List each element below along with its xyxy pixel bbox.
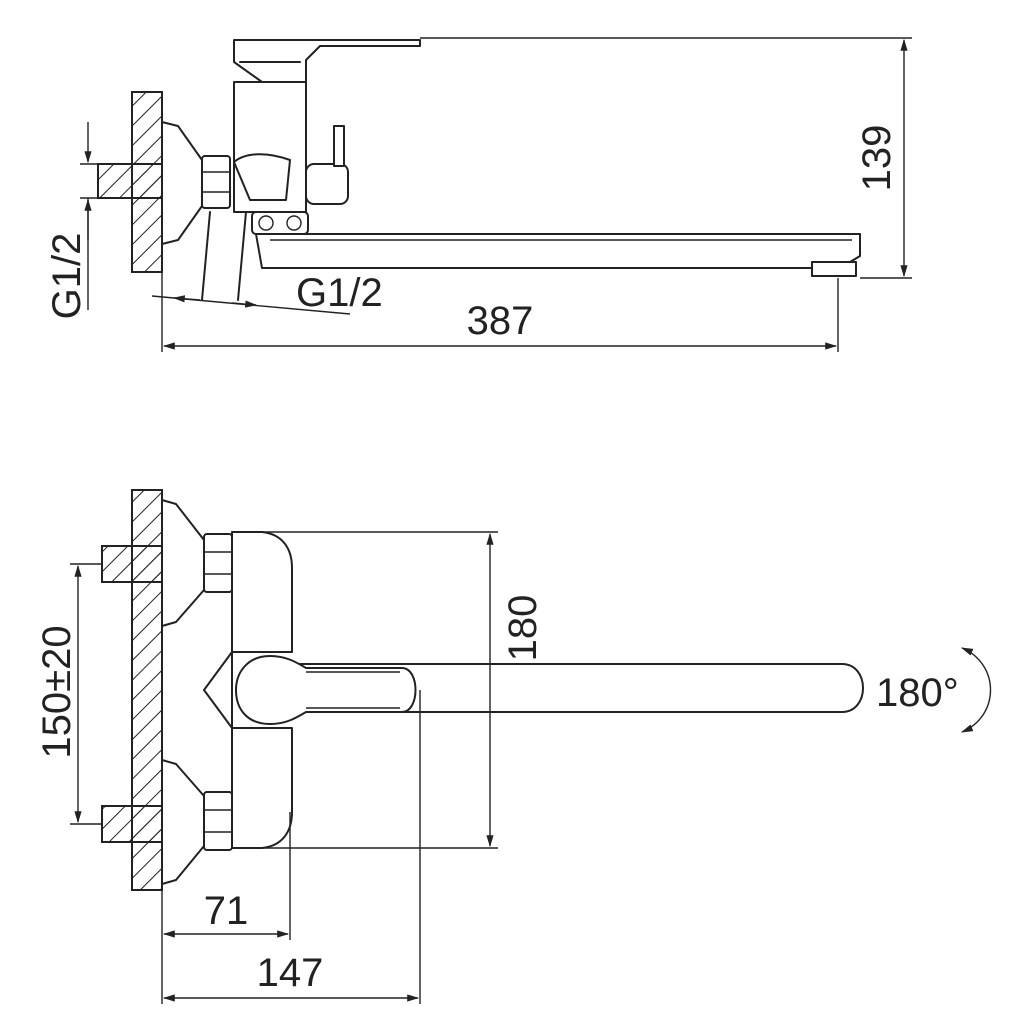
side-view: 139 387 G1/2 G1/2	[45, 37, 912, 352]
dim-spout-base-147: 147	[162, 690, 421, 1004]
dim-body-height-180: 180	[232, 531, 545, 849]
dim-body-depth-label: 71	[204, 889, 249, 933]
spout-top	[299, 663, 864, 713]
spout	[255, 233, 861, 269]
lever-handle-top	[235, 655, 417, 725]
dim-swivel-label: 180°	[876, 671, 959, 715]
dim-thread-horizontal-label: G1/2	[296, 271, 383, 315]
dim-overall-length-387: 387	[161, 272, 839, 352]
dim-height-139: 139	[420, 37, 912, 279]
aerator	[811, 261, 857, 277]
lever-handle	[233, 39, 421, 83]
dim-inlet-spacing: 150±20	[35, 563, 102, 825]
dim-swivel-angle: 180°	[876, 647, 992, 733]
escutcheon	[161, 121, 203, 245]
inlet-upper	[101, 545, 165, 583]
dim-thread-vertical-label: G1/2	[45, 233, 89, 320]
swivel-ring	[251, 211, 309, 235]
mixer-body-top	[203, 531, 293, 849]
dim-body-height-label: 180	[501, 595, 545, 662]
dim-spout-base-label: 147	[257, 951, 324, 995]
diverter-knob	[305, 163, 349, 205]
dim-body-depth-71: 71	[161, 812, 291, 1004]
top-view: 180 150±20 180° 71 147	[35, 489, 992, 1004]
inlet-pipe	[97, 163, 165, 199]
inlet-lower	[101, 805, 165, 843]
dim-inlet-thread-horizontal: G1/2	[151, 271, 383, 315]
dim-height-label: 139	[855, 125, 899, 192]
hex-nut	[201, 155, 231, 209]
dim-inlet-thread-vertical: G1/2	[45, 122, 132, 319]
s-union	[201, 211, 211, 301]
dim-inlet-spacing-label: 150±20	[35, 625, 79, 758]
mixer-body	[233, 81, 307, 213]
dim-length-label: 387	[467, 299, 534, 343]
